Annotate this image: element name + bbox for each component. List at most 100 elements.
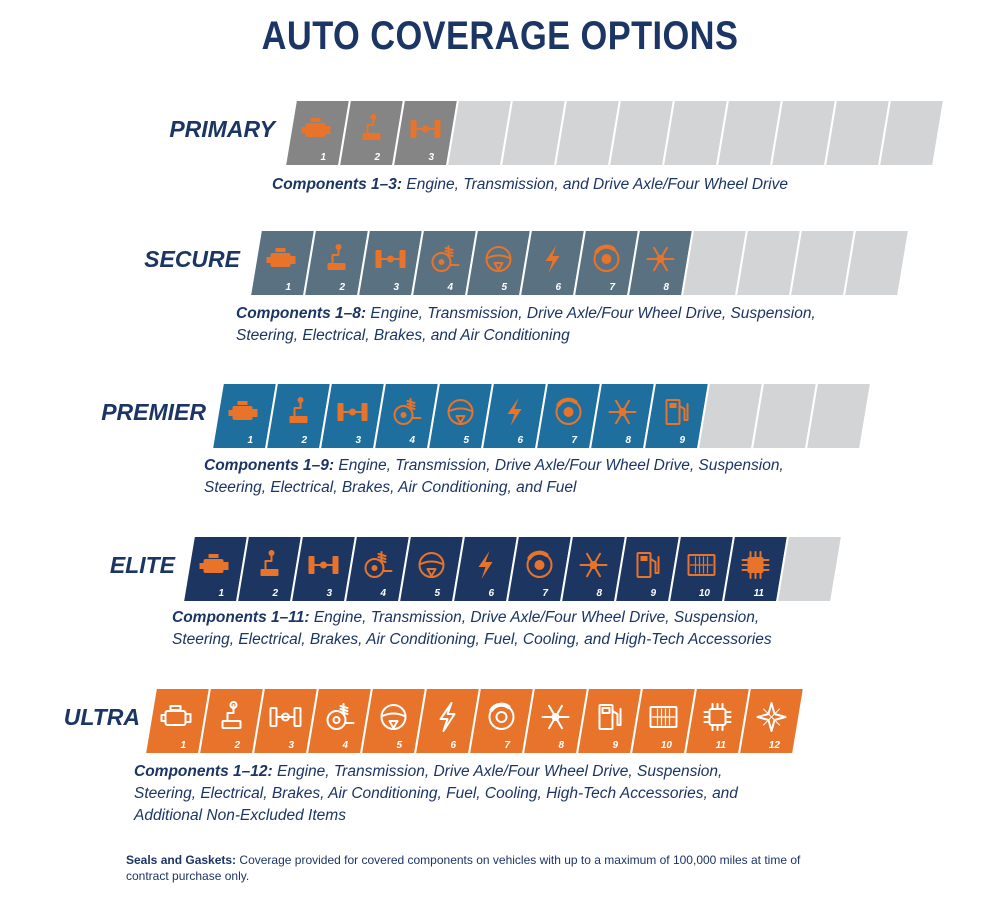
empty-cell	[715, 100, 784, 166]
brakes-icon	[488, 702, 515, 730]
coverage-cell: 2	[235, 536, 304, 602]
component-number: 2	[271, 588, 278, 599]
component-number: 4	[446, 282, 453, 293]
transmission-icon	[362, 114, 381, 140]
coverage-cell: 2	[337, 100, 406, 166]
coverage-cell: 7	[572, 230, 641, 296]
suspension-icon	[326, 703, 355, 730]
component-number: 10	[699, 588, 711, 599]
coverage-cell: 1	[250, 230, 317, 296]
empty-cell	[823, 100, 892, 166]
coverage-cell: 5	[464, 230, 533, 296]
components-label: Components 1–8:	[236, 305, 367, 322]
air-conditioning-icon	[541, 704, 570, 730]
air-conditioning-icon	[646, 246, 675, 272]
component-number: 5	[501, 282, 507, 293]
engine-icon	[228, 401, 258, 420]
component-number: 2	[338, 282, 345, 293]
steering-wheel-icon	[485, 246, 512, 272]
component-number: 7	[504, 740, 510, 751]
component-number: 1	[218, 588, 224, 599]
coverage-cell: 3	[289, 536, 358, 602]
non-excluded-items-icon	[756, 702, 787, 732]
coverage-cell: 11	[683, 688, 752, 754]
empty-cell	[661, 100, 730, 166]
components-description: Components 1–11: Engine, Transmission, D…	[172, 607, 892, 651]
component-number: 2	[373, 152, 380, 163]
electrical-icon	[507, 398, 522, 426]
steering-wheel-icon	[418, 552, 445, 578]
components-line: Engine, Transmission, Drive Axle/Four Wh…	[338, 457, 784, 474]
coverage-cell: 8	[559, 536, 628, 602]
coverage-cell: 1	[145, 688, 212, 754]
component-number: 6	[450, 740, 456, 751]
cooling-icon	[687, 554, 716, 576]
component-number: 4	[379, 588, 386, 599]
drive-axle-icon	[375, 250, 406, 268]
transmission-icon	[327, 244, 346, 270]
brakes-icon	[526, 550, 553, 578]
empty-cell	[607, 100, 676, 166]
coverage-cell: 5	[397, 536, 466, 602]
coverage-cell: 1	[183, 536, 250, 602]
components-label: Components 1–11:	[172, 609, 310, 626]
coverage-cell: 7	[534, 383, 603, 449]
coverage-cell: 5	[359, 688, 428, 754]
fuel-icon	[636, 552, 660, 578]
component-number: 1	[247, 435, 253, 446]
component-number: 3	[288, 740, 294, 751]
coverage-cell: 2	[197, 688, 266, 754]
coverage-cell: 2	[264, 383, 333, 449]
note-label: Seals and Gaskets:	[126, 853, 237, 867]
component-number: 11	[716, 740, 727, 751]
component-number: 1	[180, 740, 186, 751]
air-conditioning-icon	[579, 552, 608, 578]
components-line: Engine, Transmission, Drive Axle/Four Wh…	[370, 305, 816, 322]
empty-cell	[775, 536, 844, 602]
coverage-cell: 8	[588, 383, 657, 449]
component-number: 9	[650, 588, 656, 599]
coverage-cell: 3	[356, 230, 425, 296]
coverage-cell: 7	[467, 688, 536, 754]
component-number: 4	[408, 435, 415, 446]
coverage-cell: 4	[410, 230, 479, 296]
cooling-icon	[649, 706, 678, 728]
electrical-icon	[478, 551, 493, 579]
coverage-cell: 9	[575, 688, 644, 754]
component-number: 2	[233, 740, 240, 751]
component-number: 3	[326, 588, 332, 599]
components-label: Components 1–3:	[272, 176, 403, 193]
component-number: 12	[769, 740, 781, 751]
coverage-cell: 5	[426, 383, 495, 449]
empty-cell	[788, 230, 857, 296]
coverage-cell: 3	[251, 688, 320, 754]
drive-axle-icon	[269, 707, 302, 727]
components-line: Steering, Electrical, Brakes, and Air Co…	[236, 327, 570, 344]
coverage-cell: 6	[480, 383, 549, 449]
transmission-icon	[260, 550, 279, 576]
seals-gaskets-note: Seals and Gaskets: Coverage provided for…	[126, 852, 846, 884]
transmission-icon	[289, 397, 308, 423]
coverage-cell: 8	[521, 688, 590, 754]
coverage-cell: 3	[318, 383, 387, 449]
component-number: 3	[355, 435, 361, 446]
component-number: 1	[320, 152, 326, 163]
coverage-cell: 6	[413, 688, 482, 754]
component-number: 8	[558, 740, 564, 751]
transmission-icon	[221, 701, 242, 729]
engine-icon	[160, 705, 192, 726]
coverage-cell: 4	[372, 383, 441, 449]
coverage-cell: 8	[626, 230, 695, 296]
electrical-icon	[545, 245, 560, 273]
components-description: Components 1–8: Engine, Transmission, Dr…	[236, 303, 956, 347]
components-description: Components 1–12: Engine, Transmission, D…	[134, 761, 854, 827]
empty-cell	[734, 230, 803, 296]
component-number: 8	[663, 282, 669, 293]
component-number: 8	[625, 435, 631, 446]
coverage-cell: 1	[285, 100, 352, 166]
electrical-icon	[439, 702, 456, 732]
tier-name: ULTRA	[63, 704, 140, 730]
